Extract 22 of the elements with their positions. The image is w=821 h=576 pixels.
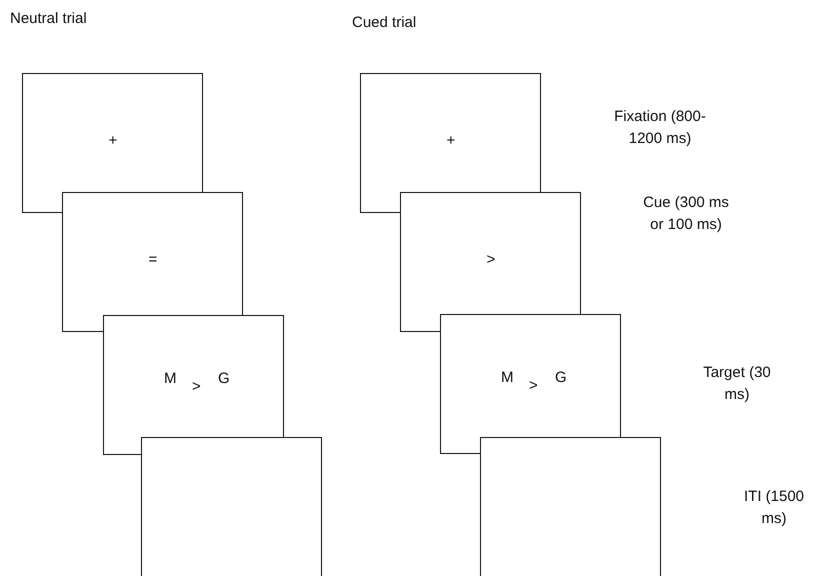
phase-label: Fixation (800-1200 ms) bbox=[613, 107, 707, 149]
stimulus-symbol: G bbox=[555, 369, 567, 387]
panel-heading: Neutral trial bbox=[10, 9, 88, 29]
screen-frame bbox=[141, 437, 322, 576]
phase-label: Target (30 ms) bbox=[702, 363, 772, 405]
stimulus-symbol: G bbox=[218, 370, 230, 388]
stimulus-symbol: > bbox=[192, 378, 201, 396]
stimulus-symbol: M bbox=[501, 369, 514, 387]
screen-frame bbox=[440, 314, 621, 454]
phase-label: Cue (300 ms or 100 ms) bbox=[642, 193, 730, 235]
stimulus-symbol: > bbox=[529, 377, 538, 395]
phase-label: ITI (1500 ms) bbox=[742, 487, 806, 529]
stimulus-symbol: = bbox=[148, 251, 158, 269]
screen-frame bbox=[103, 315, 284, 455]
stimulus-symbol: > bbox=[486, 251, 496, 269]
screen-frame bbox=[62, 192, 243, 332]
screen-frame bbox=[400, 192, 581, 332]
stimulus-symbol: + bbox=[108, 132, 118, 150]
stimulus-symbol: M bbox=[164, 370, 176, 388]
panel-heading: Cued trial bbox=[352, 13, 418, 33]
stimulus-symbol: + bbox=[446, 132, 456, 150]
screen-frame bbox=[480, 437, 661, 576]
